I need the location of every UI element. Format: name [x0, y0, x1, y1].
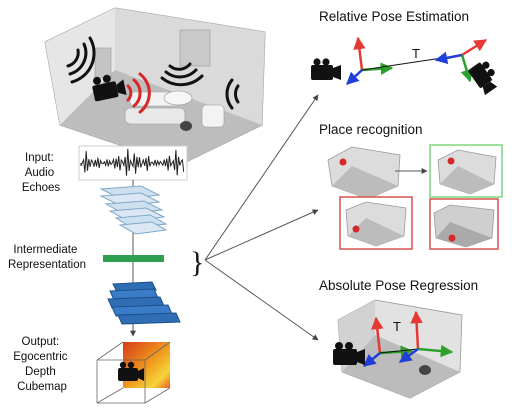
place-recognition-title: Place recognition	[319, 122, 423, 137]
matched-room-thumbnail	[429, 144, 503, 198]
translation-label: T	[412, 46, 420, 61]
absolute-pose-room	[337, 299, 463, 399]
task-arrows	[204, 94, 319, 341]
camera-icon	[118, 361, 144, 381]
translation-label: T	[393, 319, 401, 334]
candidate-room-thumbnail	[339, 196, 413, 250]
candidate-room-thumbnail	[429, 198, 499, 250]
decoder-layers	[107, 281, 181, 325]
coordinate-axes-left	[346, 36, 394, 85]
relative-pose-title: Relative Pose Estimation	[319, 9, 469, 24]
scene-room	[44, 7, 266, 166]
camera-icon	[333, 342, 365, 365]
input-label: Input: Audio Echoes	[22, 152, 61, 194]
intermediate-representation-bar	[103, 255, 164, 262]
coordinate-axes-right	[434, 38, 488, 83]
intermediate-label: Intermediate Representation	[8, 244, 86, 271]
query-room-thumbnail	[327, 146, 401, 200]
absolute-pose-title: Absolute Pose Regression	[319, 278, 478, 293]
active-echo-waves-icon	[126, 72, 151, 114]
output-label: Output: Egocentric Depth Cubemap	[13, 336, 71, 393]
camera-icon	[468, 61, 498, 96]
sound-waves-icon	[66, 36, 240, 110]
camera-icon	[92, 74, 127, 102]
brace-symbol: }	[190, 246, 204, 279]
encoder-layers	[99, 185, 168, 235]
audio-waveform	[78, 145, 188, 181]
coordinate-axes-camera	[398, 310, 454, 364]
camera-icon	[311, 58, 341, 80]
